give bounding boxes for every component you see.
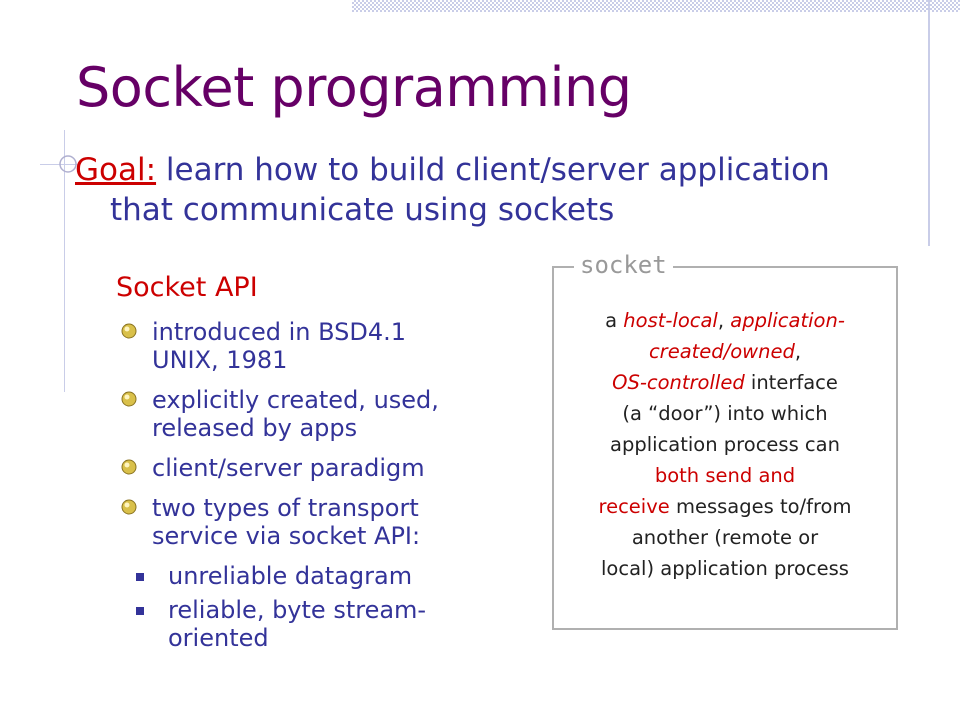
gem-bullet-icon	[121, 499, 137, 515]
slide-title: Socket programming	[76, 56, 632, 119]
desc-line-5: application process can	[610, 433, 840, 456]
left-vertical-rule	[64, 130, 65, 392]
circle-marker-icon	[59, 155, 77, 173]
desc-text: ,	[717, 309, 731, 332]
bullet-line-1: explicitly created, used,	[152, 386, 439, 414]
socket-api-heading: Socket API	[116, 272, 258, 303]
sub-bullet-line-2: oriented	[168, 624, 269, 652]
bullet-line-2: UNIX, 1981	[152, 346, 288, 374]
desc-emphasis: receive	[598, 495, 670, 518]
socket-definition-text: a host-local, application- created/owned…	[556, 305, 894, 584]
bullet-line-1: two types of transport	[152, 494, 419, 522]
gem-bullet-icon	[121, 323, 137, 339]
sub-bullet-line-1: unreliable datagram	[168, 562, 413, 590]
desc-text: messages to/from	[669, 495, 852, 518]
goal-label: Goal:	[75, 152, 157, 188]
goal-statement: Goal: learn how to build client/server a…	[75, 150, 935, 230]
list-item: unreliable datagram	[120, 562, 520, 590]
square-bullet-icon	[136, 607, 144, 615]
desc-line-1: a host-local, application-	[556, 305, 894, 336]
goal-text-2: that communicate using sockets	[110, 192, 615, 228]
desc-text: ,	[794, 340, 802, 363]
goal-line-1: Goal: learn how to build client/server a…	[75, 150, 935, 190]
bullet-line-2: service via socket API:	[152, 522, 421, 550]
bullet-line-2: released by apps	[152, 414, 358, 442]
desc-emphasis: application-	[730, 309, 845, 332]
desc-emphasis: OS-controlled	[612, 371, 745, 394]
socket-box-label: socket	[574, 251, 673, 279]
desc-line-2: created/owned,	[556, 336, 894, 367]
square-bullet-icon	[136, 573, 144, 581]
desc-line-6: both send and	[654, 464, 796, 487]
desc-line-7: receive messages to/from	[556, 491, 894, 522]
list-item: explicitly created, used, released by ap…	[120, 386, 520, 442]
list-item: reliable, byte stream- oriented	[120, 596, 520, 652]
socket-definition-box	[552, 266, 898, 630]
desc-line-4: (a “door”) into which	[622, 402, 828, 425]
desc-emphasis: created/owned	[648, 340, 795, 363]
desc-line-9: local) application process	[601, 557, 849, 580]
sub-bullet-line-1: reliable, byte stream-	[168, 596, 427, 624]
goal-text-1: learn how to build client/server applica…	[165, 152, 830, 188]
goal-line-2: that communicate using sockets	[75, 190, 935, 230]
bullet-line-1: introduced in BSD4.1	[152, 318, 407, 346]
gem-bullet-icon	[121, 459, 137, 475]
desc-emphasis: host-local	[623, 309, 718, 332]
header-checker-decoration	[352, 0, 960, 12]
desc-text: interface	[744, 371, 838, 394]
list-item: client/server paradigm	[120, 454, 520, 482]
list-item: introduced in BSD4.1 UNIX, 1981	[120, 318, 520, 374]
gem-bullet-icon	[121, 391, 137, 407]
desc-line-8: another (remote or	[631, 526, 819, 549]
desc-text: a	[605, 309, 624, 332]
list-item: two types of transport service via socke…	[120, 494, 520, 550]
right-vertical-rule	[928, 0, 930, 246]
socket-api-bullets: introduced in BSD4.1 UNIX, 1981 explicit…	[120, 318, 520, 658]
desc-line-3: OS-controlled interface	[556, 367, 894, 398]
bullet-line-1: client/server paradigm	[152, 454, 425, 482]
